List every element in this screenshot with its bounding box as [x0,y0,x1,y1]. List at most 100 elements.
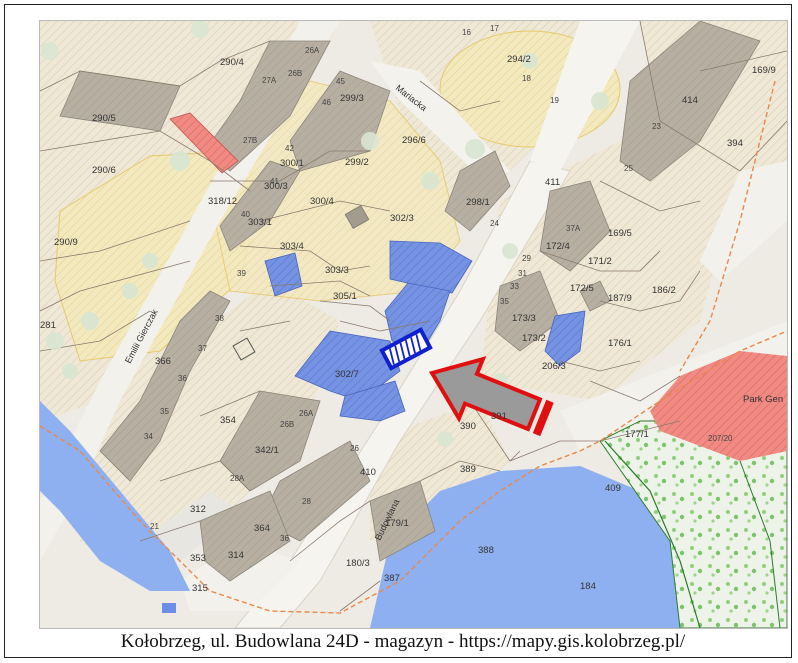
svg-text:24: 24 [490,219,499,228]
target-marker[interactable] [379,327,433,371]
svg-text:18: 18 [522,74,531,83]
svg-text:19: 19 [550,96,559,105]
svg-text:28A: 28A [230,474,245,483]
svg-text:172/4: 172/4 [546,241,570,252]
svg-text:34: 34 [144,432,153,441]
small-building [344,205,370,229]
svg-text:315: 315 [192,583,208,594]
road-budowlana [234,160,571,628]
svg-text:187/9: 187/9 [608,293,632,304]
parcel-labels: 290/4 290/5 290/6 290/9 318/12 299/3 296… [40,54,776,594]
svg-text:390: 390 [460,421,476,432]
building [539,180,611,272]
building [219,390,321,492]
cadastral-map[interactable]: Mariacka Budowlana Emilii Gierczak Park … [40,21,787,628]
parcel-boundaries [40,21,787,612]
svg-text:26B: 26B [288,69,302,78]
svg-text:31: 31 [518,269,527,278]
svg-text:353: 353 [190,553,206,564]
svg-text:206/3: 206/3 [542,361,566,372]
svg-text:303/3: 303/3 [325,265,349,276]
highlighted-parcel[interactable] [339,380,406,422]
svg-text:23: 23 [652,122,661,131]
park-boundary [739,460,781,628]
highlighted-parcel[interactable] [389,240,473,294]
svg-text:172/5: 172/5 [570,283,594,294]
location-arrow [428,356,554,437]
svg-text:179/1: 179/1 [385,518,409,529]
svg-text:169/5: 169/5 [608,228,632,239]
park-boundary [604,440,701,628]
zone-boundary [40,330,787,614]
svg-text:16: 16 [462,28,471,37]
svg-text:21: 21 [150,522,159,531]
svg-text:40: 40 [241,210,250,219]
svg-text:303/4: 303/4 [280,241,304,252]
park-red-zone [650,351,787,461]
house-number-labels: 26A 26B 27A 27B 45 46 42 41 40 39 38 37 … [144,24,661,543]
road-segment [530,21,640,171]
svg-text:354: 354 [220,415,236,426]
building [204,40,331,172]
svg-text:298/1: 298/1 [466,197,490,208]
map-view[interactable]: Mariacka Budowlana Emilii Gierczak Park … [39,20,788,629]
svg-text:364: 364 [254,523,270,534]
svg-text:45: 45 [336,77,345,86]
highlighted-parcel[interactable] [264,252,303,297]
svg-text:173/2: 173/2 [522,333,546,344]
small-structure [232,337,256,361]
svg-text:26A: 26A [299,409,314,418]
svg-text:33: 33 [510,282,519,291]
svg-text:290/4: 290/4 [220,57,244,68]
svg-text:294/2: 294/2 [507,54,531,65]
svg-text:299/2: 299/2 [345,157,369,168]
svg-text:26A: 26A [305,46,320,55]
svg-text:409: 409 [605,483,621,494]
svg-text:26B: 26B [280,420,294,429]
svg-text:302/7: 302/7 [335,369,359,380]
svg-text:411: 411 [545,177,560,188]
park-parcel-label: 207/20 [708,434,733,443]
svg-text:366: 366 [155,356,171,367]
svg-text:414: 414 [682,95,698,106]
svg-text:177/1: 177/1 [625,429,649,440]
building [219,160,301,252]
svg-text:290/5: 290/5 [92,113,116,124]
building [199,490,291,582]
svg-text:391: 391 [491,411,507,422]
svg-text:42: 42 [285,144,294,153]
figure-caption: Kołobrzeg, ul. Budowlana 24D - magazyn -… [120,631,686,652]
svg-text:35: 35 [500,297,509,306]
figure-frame: Mariacka Budowlana Emilii Gierczak Park … [4,4,792,658]
svg-text:36: 36 [178,374,187,383]
svg-text:314: 314 [228,550,244,561]
park-greenery [599,420,787,628]
svg-text:302/3: 302/3 [390,213,414,224]
building [619,21,761,182]
zone-boundary [679,80,776,372]
river [40,401,190,591]
land-zone [80,281,340,581]
svg-text:37A: 37A [566,224,581,233]
svg-text:184: 184 [580,581,596,592]
building [579,280,611,312]
highlighted-parcel[interactable] [544,310,586,367]
svg-text:300/1: 300/1 [280,158,304,169]
road-segment [700,161,787,281]
svg-text:300/3: 300/3 [264,181,288,192]
svg-text:389: 389 [460,464,476,475]
svg-text:39: 39 [237,269,246,278]
svg-text:176/1: 176/1 [608,338,632,349]
svg-text:290/9: 290/9 [54,237,78,248]
park-label: Park Gen [743,394,783,405]
building [494,270,561,352]
svg-text:394: 394 [727,138,743,149]
building [369,480,436,562]
svg-text:299/3: 299/3 [340,93,364,104]
svg-text:169/9: 169/9 [752,65,776,76]
road-segment [140,491,240,561]
svg-text:25: 25 [624,164,633,173]
svg-text:27A: 27A [262,76,277,85]
svg-text:290/6: 290/6 [92,165,116,176]
svg-text:300/4: 300/4 [310,196,334,207]
